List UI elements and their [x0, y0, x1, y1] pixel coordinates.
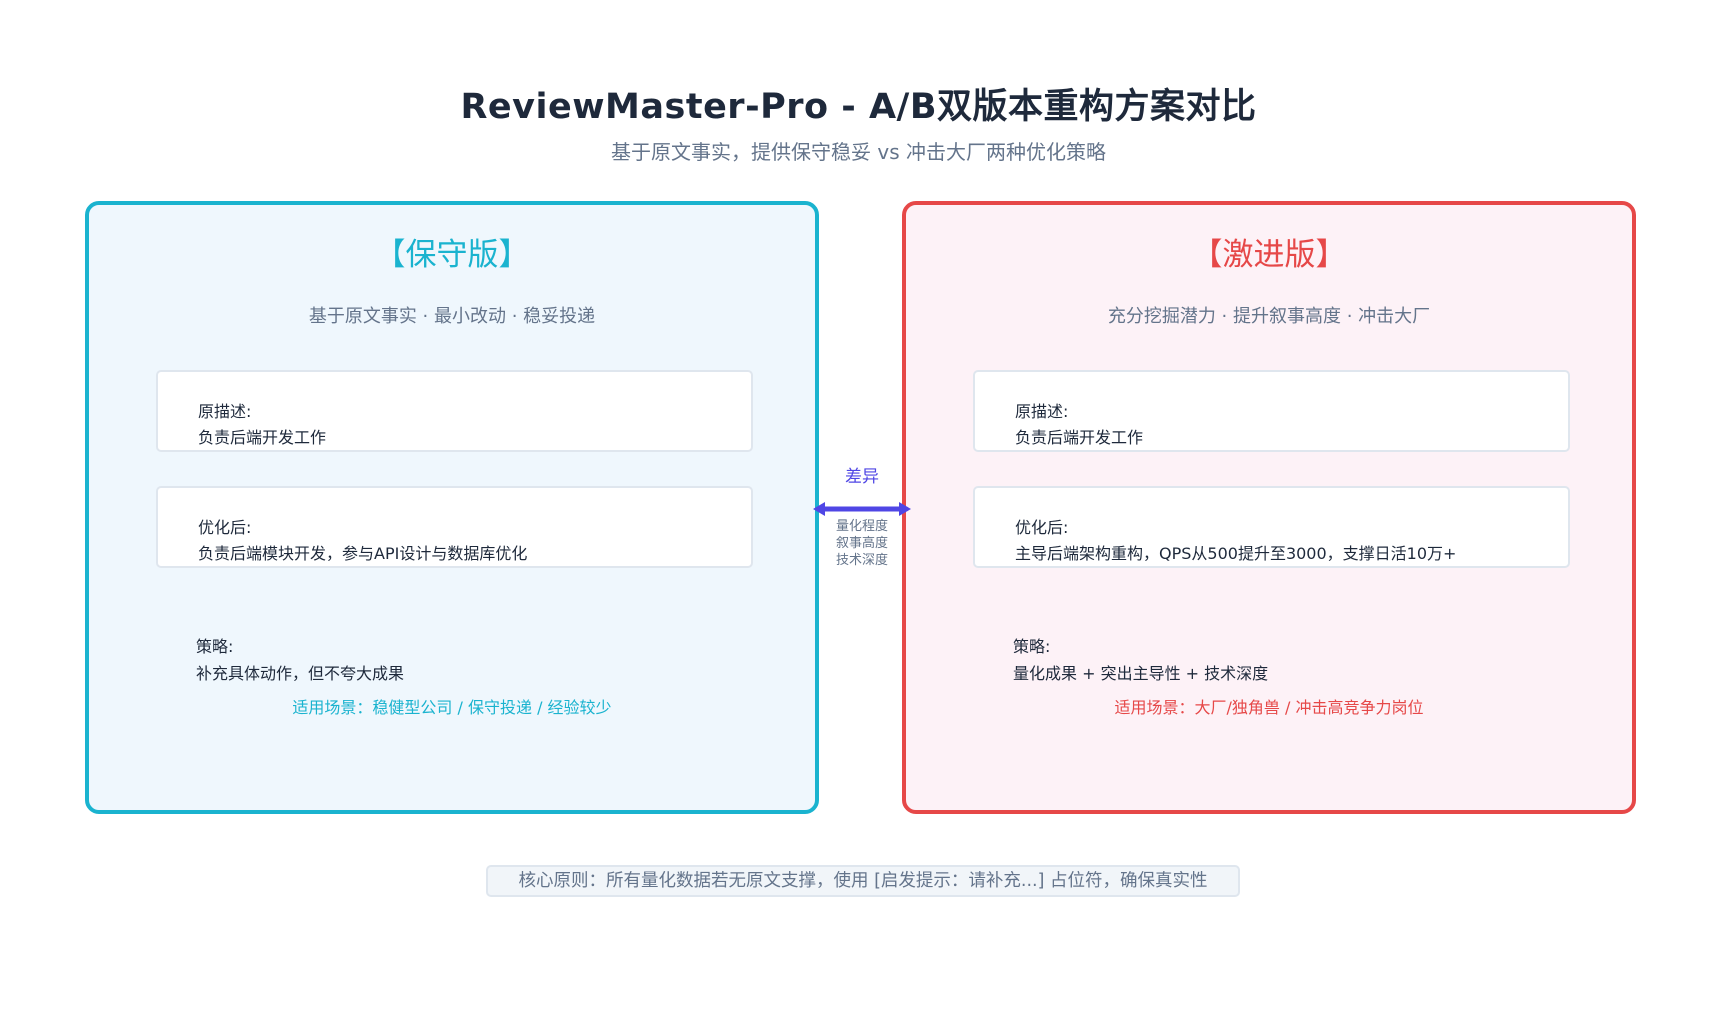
difference-note: 量化程度 [835, 519, 888, 534]
original-label: 原描述: [198, 402, 252, 421]
double-arrow-icon [813, 502, 911, 516]
original-text: 负责后端开发工作 [1015, 428, 1144, 447]
optimized-text: 主导后端架构重构，QPS从500提升至3000，支撑日活10万+ [1015, 544, 1457, 563]
original-text: 负责后端开发工作 [198, 428, 327, 447]
conservative-scenario: 适用场景：稳健型公司 / 保守投递 / 经验较少 [292, 698, 612, 717]
original-label: 原描述: [1015, 402, 1069, 421]
strategy-text: 补充具体动作，但不夸大成果 [196, 664, 405, 683]
aggressive-tagline: 充分挖掘潜力 · 提升叙事高度 · 冲击大厂 [1107, 306, 1431, 327]
optimized-text: 负责后端模块开发，参与API设计与数据库优化 [198, 544, 528, 563]
conservative-title: 【保守版】 [374, 237, 530, 273]
strategy-text: 量化成果 + 突出主导性 + 技术深度 [1013, 664, 1269, 683]
aggressive-original-box: 原描述: 负责后端开发工作 [973, 370, 1570, 452]
difference-note: 叙事高度 [835, 536, 888, 551]
conservative-panel: 【保守版】 基于原文事实 · 最小改动 · 稳妥投递 原描述: 负责后端开发工作… [85, 201, 819, 814]
difference-label: 差异 [845, 467, 879, 487]
conservative-optimized-box: 优化后: 负责后端模块开发，参与API设计与数据库优化 [156, 486, 753, 568]
difference-notes: 量化程度 叙事高度 技术深度 [812, 518, 912, 569]
conservative-tagline: 基于原文事实 · 最小改动 · 稳妥投递 [308, 306, 596, 327]
aggressive-optimized-box: 优化后: 主导后端架构重构，QPS从500提升至3000，支撑日活10万+ [973, 486, 1570, 568]
difference-note: 技术深度 [835, 553, 888, 568]
strategy-label: 策略: [1013, 637, 1051, 656]
strategy-label: 策略: [196, 637, 234, 656]
aggressive-scenario: 适用场景：大厂/独角兽 / 冲击高竞争力岗位 [1114, 698, 1424, 717]
page-subtitle: 基于原文事实，提供保守稳妥 vs 冲击大厂两种优化策略 [611, 140, 1106, 164]
aggressive-panel: 【激进版】 充分挖掘潜力 · 提升叙事高度 · 冲击大厂 原描述: 负责后端开发… [902, 201, 1636, 814]
optimized-label: 优化后: [1015, 518, 1069, 537]
optimized-label: 优化后: [198, 518, 252, 537]
page-title: ReviewMaster-Pro - A/B双版本重构方案对比 [460, 87, 1257, 127]
conservative-original-box: 原描述: 负责后端开发工作 [156, 370, 753, 452]
core-principle-note: 核心原则：所有量化数据若无原文支撑，使用 [启发提示：请补充...] 占位符，确… [486, 865, 1240, 897]
aggressive-title: 【激进版】 [1191, 237, 1347, 273]
